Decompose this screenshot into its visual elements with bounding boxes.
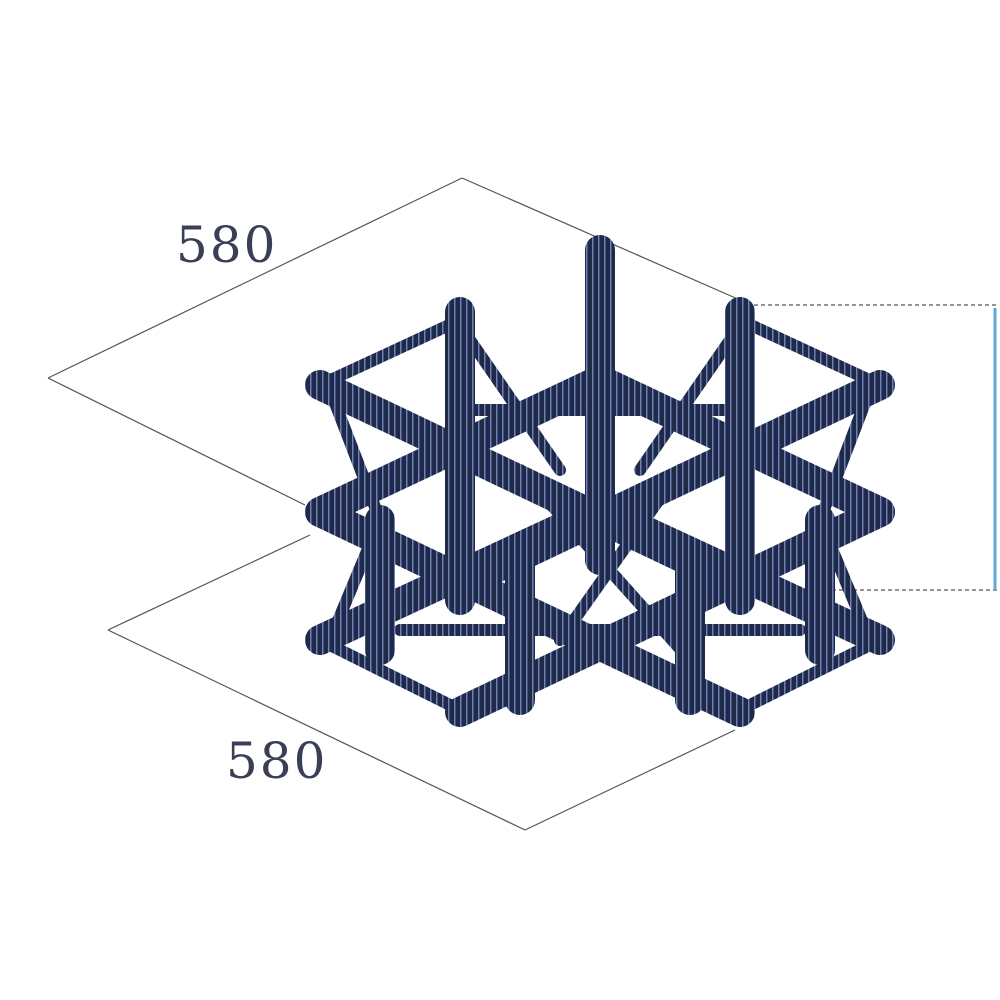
width-dimension-label: 580 (176, 216, 278, 274)
truss-chords (305, 235, 895, 727)
dimension-lines (47, 177, 997, 831)
depth-dimension-label: 580 (226, 732, 328, 790)
